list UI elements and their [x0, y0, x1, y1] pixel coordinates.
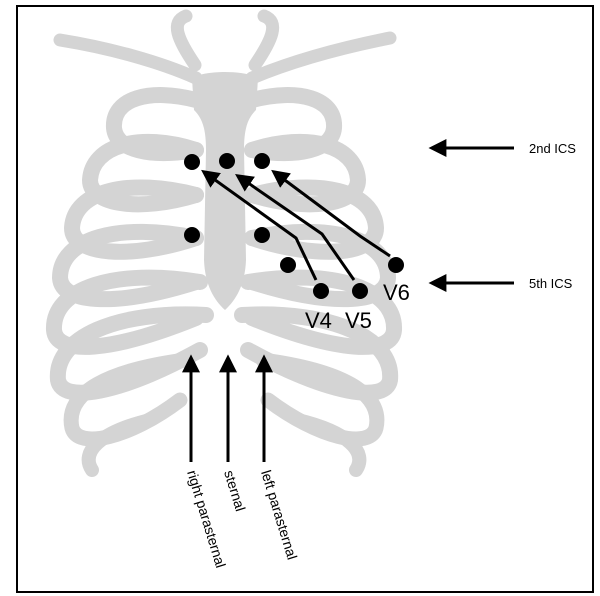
- rib-cage: [54, 16, 394, 470]
- label-v6: V6: [383, 280, 410, 305]
- label-2nd-ics: 2nd ICS: [529, 141, 576, 156]
- dot-v5: [352, 283, 368, 299]
- label-left-parasternal: left parasternal: [258, 468, 300, 561]
- dot-v3: [280, 257, 296, 273]
- dot-5th-right-parasternal: [184, 227, 200, 243]
- dot-2nd-left-parasternal: [254, 153, 270, 169]
- dot-2nd-right-parasternal: [184, 154, 200, 170]
- label-v5: V5: [345, 308, 372, 333]
- right-clavicle: [60, 40, 196, 78]
- label-right-parasternal: right parasternal: [184, 468, 229, 569]
- dot-5th-left-parasternal: [254, 227, 270, 243]
- right-first-rib: [177, 16, 195, 65]
- left-rib-9: [298, 420, 359, 470]
- dot-v6: [388, 257, 404, 273]
- left-first-rib: [255, 16, 273, 65]
- label-5th-ics: 5th ICS: [529, 276, 573, 291]
- right-rib-9: [89, 420, 150, 470]
- label-sternal: sternal: [221, 468, 249, 513]
- label-v4: V4: [305, 308, 332, 333]
- dot-2nd-sternal: [219, 153, 235, 169]
- dot-v4: [313, 283, 329, 299]
